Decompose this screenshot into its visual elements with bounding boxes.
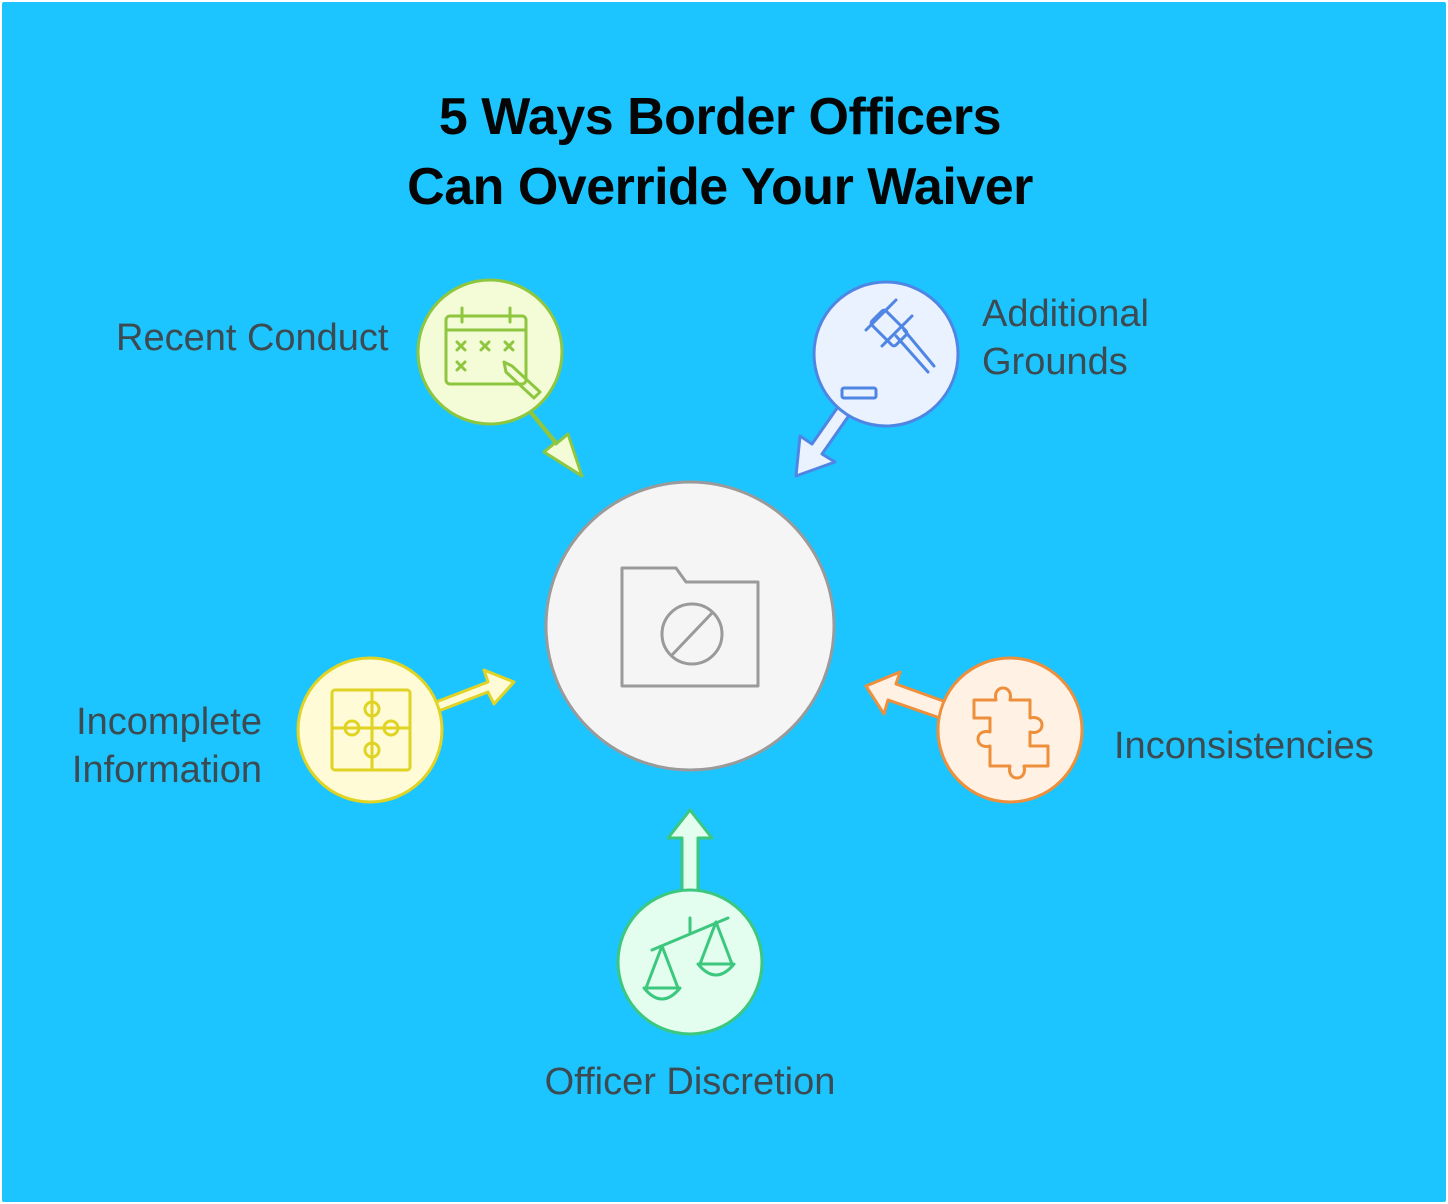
label-recent-conduct: Recent Conduct (116, 314, 389, 362)
label-incomplete-information-line2: Information (71, 749, 262, 791)
label-inconsistencies-line1: Inconsistencies (1114, 725, 1374, 767)
node-incomplete-information (296, 656, 516, 804)
puzzle-piece-icon (972, 686, 1050, 780)
center-node (544, 480, 836, 772)
label-incomplete-information: Incomplete Information (40, 698, 262, 794)
label-incomplete-information-line1: Incomplete (76, 701, 262, 743)
arrow-inconsistencies (864, 670, 948, 720)
node-additional-grounds (794, 280, 960, 478)
node-inconsistencies (864, 656, 1084, 804)
label-recent-conduct-line1: Recent Conduct (116, 317, 389, 359)
page-title: 5 Ways Border Officers Can Override Your… (0, 82, 1440, 222)
label-officer-discretion: Officer Discretion (490, 1058, 890, 1106)
node-recent-conduct (416, 278, 584, 478)
calendar-pencil-icon (444, 306, 542, 400)
node-officer-discretion (616, 808, 764, 1036)
folder-blocked-icon (620, 566, 760, 688)
puzzle-pieces-icon (330, 688, 412, 772)
scales-icon (642, 916, 736, 1001)
label-officer-discretion-line1: Officer Discretion (544, 1061, 836, 1103)
gavel-icon (840, 298, 936, 400)
label-inconsistencies: Inconsistencies (1114, 722, 1374, 770)
title-line-2: Can Override Your Waiver (407, 158, 1033, 216)
arrow-officer-discretion (666, 808, 714, 896)
label-additional-grounds-line2: Grounds (982, 341, 1128, 383)
arrow-additional-grounds (794, 402, 852, 478)
arrow-incomplete-information (434, 668, 516, 714)
label-additional-grounds: Additional Grounds (982, 290, 1149, 386)
title-line-1: 5 Ways Border Officers (438, 88, 1002, 146)
label-additional-grounds-line1: Additional (982, 293, 1149, 335)
